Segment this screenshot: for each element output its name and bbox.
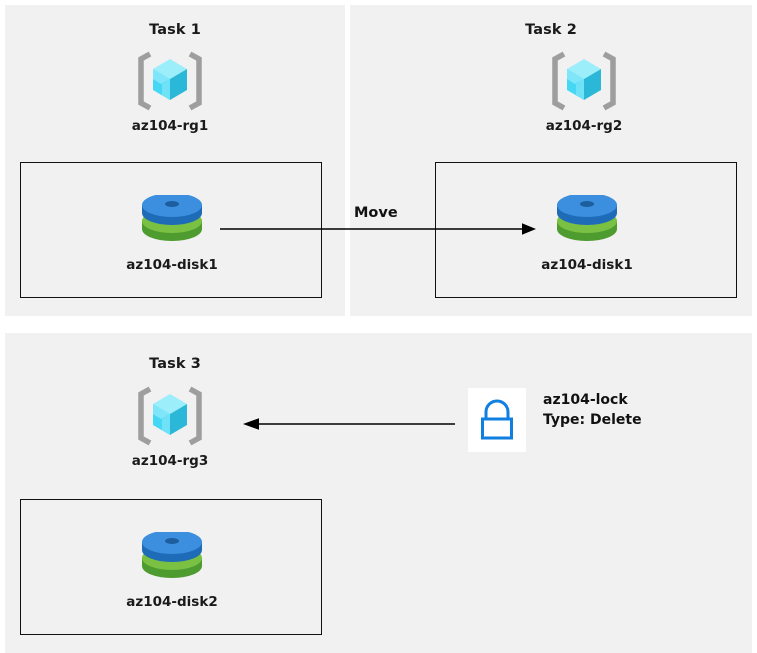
- managed-disk-icon: [557, 195, 617, 241]
- resource-box-task-1: az104-disk1: [20, 162, 322, 298]
- lock-type: Type: Delete: [543, 412, 642, 429]
- resource-group-cube-icon: [138, 51, 202, 111]
- lock-applied-arrow: [243, 418, 455, 430]
- managed-disk-icon: [142, 195, 202, 241]
- resource-label: az104-disk1: [126, 257, 218, 273]
- resource-group-label: az104-rg3: [131, 453, 209, 469]
- resource-group-az104-rg1[interactable]: az104-rg1: [95, 50, 245, 134]
- resource-az104-disk2[interactable]: az104-disk2: [92, 532, 252, 610]
- resource-group-az104-rg2[interactable]: az104-rg2: [509, 50, 659, 134]
- move-arrow-label: Move: [354, 205, 398, 221]
- lock-icon: [481, 399, 513, 440]
- resource-label: az104-disk1: [541, 257, 633, 273]
- resource-group-az104-rg3[interactable]: az104-rg3: [95, 385, 245, 469]
- arrow-left-icon: [243, 418, 259, 430]
- resource-box-task-3: az104-disk2: [20, 499, 322, 635]
- lock-name: az104-lock: [543, 392, 628, 408]
- resource-group-label: az104-rg1: [131, 118, 209, 134]
- resource-group-label: az104-rg2: [545, 118, 623, 134]
- panel-title-task-1: Task 1: [149, 22, 201, 38]
- resource-group-cube-icon: [138, 386, 202, 446]
- move-arrow: [220, 223, 536, 235]
- lock-icon-tile[interactable]: [468, 388, 526, 452]
- panel-task-1: Task 1 az104-rg1 az104-disk1: [5, 5, 345, 316]
- resource-az104-disk1[interactable]: az104-disk1: [92, 195, 252, 273]
- resource-az104-disk1[interactable]: az104-disk1: [507, 195, 667, 273]
- arrow-right-icon: [522, 223, 536, 235]
- managed-disk-icon: [142, 532, 202, 578]
- resource-group-cube-icon: [552, 51, 616, 111]
- panel-title-task-3: Task 3: [149, 356, 201, 372]
- resource-label: az104-disk2: [126, 594, 218, 610]
- resource-box-task-2: az104-disk1: [435, 162, 737, 298]
- panel-task-3: Task 3 az104-rg3 az104-lock Type: Delete: [5, 333, 752, 653]
- panel-title-task-2: Task 2: [525, 22, 577, 38]
- lock-caption: az104-lock Type: Delete: [543, 390, 642, 431]
- panel-task-2: Task 2 az104-rg2 az104-disk1: [350, 5, 752, 316]
